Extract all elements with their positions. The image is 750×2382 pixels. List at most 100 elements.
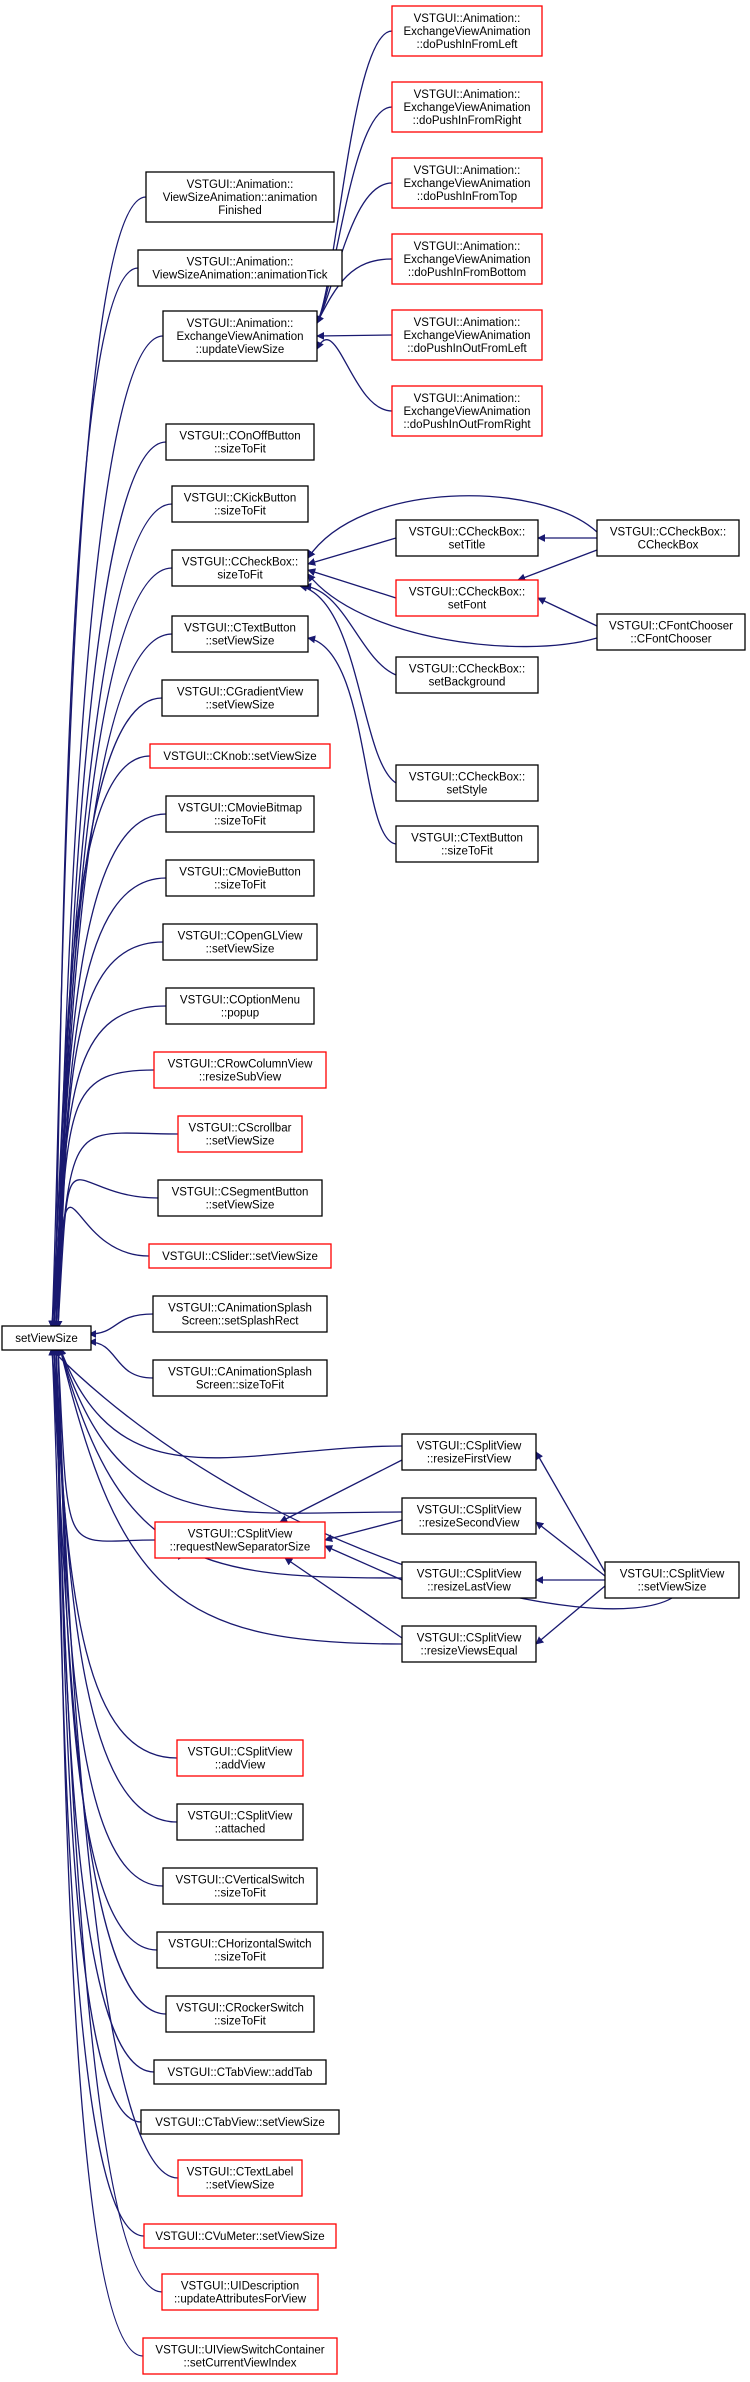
node-hswitch[interactable]: VSTGUI::CHorizontalSwitch::sizeToFit bbox=[156, 1931, 324, 1969]
node-eva-update[interactable]: VSTGUI::Animation::ExchangeViewAnimation… bbox=[162, 310, 318, 362]
node-cb-setstyle[interactable]: VSTGUI::CCheckBox::setStyle bbox=[395, 764, 539, 802]
node-box bbox=[604, 1561, 740, 1599]
node-esva-left[interactable]: VSTGUI::Animation::ExchangeViewAnimation… bbox=[391, 5, 543, 57]
edge-hswitch-to-root bbox=[54, 1347, 158, 1951]
node-box bbox=[165, 423, 315, 461]
node-rowcolumn[interactable]: VSTGUI::CRowColumnView::resizeSubView bbox=[153, 1051, 327, 1089]
node-cb-settitle[interactable]: VSTGUI::CCheckBox::setTitle bbox=[395, 519, 539, 557]
edge-esva_outleft-to-eva-update bbox=[316, 331, 393, 340]
node-uiswitch[interactable]: VSTGUI::UIViewSwitchContainer::setCurren… bbox=[142, 2337, 338, 2375]
node-sv-second[interactable]: VSTGUI::CSplitView::resizeSecondView bbox=[401, 1497, 537, 1535]
node-sv-request[interactable]: VSTGUI::CSplitView::requestNewSeparatorS… bbox=[154, 1521, 326, 1559]
node-label-line: VSTGUI::CTextLabel bbox=[187, 2167, 294, 2179]
node-label-line: VSTGUI::CSplitView bbox=[417, 1633, 522, 1645]
node-textlabel[interactable]: VSTGUI::CTextLabel::setViewSize bbox=[177, 2159, 303, 2197]
node-moviebutton[interactable]: VSTGUI::CMovieButton::sizeToFit bbox=[165, 859, 315, 897]
node-sv-attached[interactable]: VSTGUI::CSplitView::attached bbox=[176, 1803, 304, 1841]
node-label-line: ::sizeToFit bbox=[214, 816, 267, 828]
node-root[interactable]: setViewSize bbox=[1, 1325, 92, 1351]
node-box bbox=[171, 549, 309, 587]
node-label-line: VSTGUI::Animation:: bbox=[414, 317, 521, 329]
node-vsa-tick[interactable]: VSTGUI::Animation::ViewSizeAnimation::an… bbox=[137, 249, 343, 287]
node-kick[interactable]: VSTGUI::CKickButton::sizeToFit bbox=[171, 485, 309, 523]
edge-uiswitch-to-root bbox=[52, 1347, 144, 2357]
node-label-line: ExchangeViewAnimation bbox=[403, 26, 530, 38]
node-checkbox-stf[interactable]: VSTGUI::CCheckBox::sizeToFit bbox=[171, 549, 309, 587]
node-label-line: VSTGUI::CScrollbar bbox=[189, 1123, 292, 1135]
node-cb-ctor[interactable]: VSTGUI::CCheckBox::CCheckBox bbox=[596, 519, 740, 557]
node-box bbox=[395, 764, 539, 802]
node-label-line: VSTGUI::CSplitView bbox=[188, 1747, 293, 1759]
node-label-line: VSTGUI::CRowColumnView bbox=[168, 1059, 314, 1071]
node-uidesc[interactable]: VSTGUI::UIDescription::updateAttributesF… bbox=[161, 2273, 319, 2311]
edge-kick-to-root bbox=[48, 503, 173, 1329]
node-esva-right[interactable]: VSTGUI::Animation::ExchangeViewAnimation… bbox=[391, 81, 543, 133]
node-splash-rect[interactable]: VSTGUI::CAnimationSplashScreen::setSplas… bbox=[152, 1295, 328, 1333]
node-sv-addview[interactable]: VSTGUI::CSplitView::addView bbox=[176, 1739, 304, 1777]
node-label-line: VSTGUI::CVerticalSwitch bbox=[175, 1875, 304, 1887]
node-label-line: ::doPushInOutFromLeft bbox=[407, 343, 527, 355]
node-label-line: VSTGUI::CAnimationSplash bbox=[168, 1367, 312, 1379]
node-sv-svs[interactable]: VSTGUI::CSplitView::setViewSize bbox=[604, 1561, 740, 1599]
edge-vsa_finished-to-root bbox=[48, 196, 147, 1329]
edge-segment-to-root bbox=[54, 1179, 159, 1329]
node-tab-svs[interactable]: VSTGUI::CTabView::setViewSize bbox=[140, 2109, 340, 2135]
node-sv-last[interactable]: VSTGUI::CSplitView::resizeLastView bbox=[401, 1561, 537, 1599]
node-box bbox=[165, 1995, 315, 2033]
node-segment[interactable]: VSTGUI::CSegmentButton::setViewSize bbox=[157, 1179, 323, 1217]
node-esva-outleft[interactable]: VSTGUI::Animation::ExchangeViewAnimation… bbox=[391, 309, 543, 361]
node-box bbox=[391, 81, 543, 133]
node-box bbox=[596, 519, 740, 557]
node-label-line: VSTGUI::COnOffButton bbox=[179, 431, 300, 443]
node-textbutton-stf[interactable]: VSTGUI::CTextButton::sizeToFit bbox=[395, 825, 539, 863]
edge-settitle-to-checkbox-sizetofit bbox=[307, 537, 397, 566]
edge-ctor-to-checkbox-sizetofit bbox=[307, 495, 598, 559]
node-box bbox=[177, 2159, 303, 2197]
node-esva-bottom[interactable]: VSTGUI::Animation::ExchangeViewAnimation… bbox=[391, 233, 543, 285]
node-label-line: VSTGUI::CCheckBox:: bbox=[409, 587, 525, 599]
edge-eva_update-to-root bbox=[52, 335, 164, 1329]
node-scrollbar[interactable]: VSTGUI::CScrollbar::setViewSize bbox=[177, 1115, 303, 1153]
node-box bbox=[401, 1561, 537, 1599]
node-label-line: ::sizeToFit bbox=[214, 880, 267, 892]
node-gradient[interactable]: VSTGUI::CGradientView::setViewSize bbox=[161, 679, 319, 717]
node-label-line: VSTGUI::CFontChooser bbox=[609, 621, 733, 633]
node-cb-setfont[interactable]: VSTGUI::CCheckBox::setFont bbox=[395, 579, 539, 617]
node-label-line: VSTGUI::CCheckBox:: bbox=[409, 527, 525, 539]
node-tab-add[interactable]: VSTGUI::CTabView::addTab bbox=[153, 2059, 327, 2085]
node-slider[interactable]: VSTGUI::CSlider::setViewSize bbox=[148, 1243, 332, 1269]
node-box bbox=[391, 385, 543, 437]
node-esva-outright[interactable]: VSTGUI::Animation::ExchangeViewAnimation… bbox=[391, 385, 543, 437]
node-box bbox=[148, 1243, 332, 1269]
node-box bbox=[1, 1325, 92, 1351]
node-sv-first[interactable]: VSTGUI::CSplitView::resizeFirstView bbox=[401, 1433, 537, 1471]
node-label-line: VSTGUI::CSplitView bbox=[417, 1441, 522, 1453]
node-textbutton-svs[interactable]: VSTGUI::CTextButton::setViewSize bbox=[171, 615, 309, 653]
node-box bbox=[161, 679, 319, 717]
node-esva-top[interactable]: VSTGUI::Animation::ExchangeViewAnimation… bbox=[391, 157, 543, 209]
node-label-line: VSTGUI::CKnob::setViewSize bbox=[163, 751, 316, 763]
node-fontchooser[interactable]: VSTGUI::CFontChooser::CFontChooser bbox=[596, 613, 746, 651]
node-moviebitmap[interactable]: VSTGUI::CMovieBitmap::sizeToFit bbox=[165, 795, 315, 833]
edge-esva_outright-to-eva-update bbox=[316, 339, 393, 412]
node-vumeter[interactable]: VSTGUI::CVuMeter::setViewSize bbox=[143, 2223, 337, 2249]
node-label-line: ::updateAttributesForView bbox=[174, 2294, 307, 2306]
node-label-line: VSTGUI::CSplitView bbox=[417, 1569, 522, 1581]
node-sv-equal[interactable]: VSTGUI::CSplitView::resizeViewsEqual bbox=[401, 1625, 537, 1663]
node-splash-stf[interactable]: VSTGUI::CAnimationSplashScreen::sizeToFi… bbox=[152, 1359, 328, 1397]
node-vsa-finished[interactable]: VSTGUI::Animation::ViewSizeAnimation::an… bbox=[145, 171, 335, 223]
node-label-line: ::requestNewSeparatorSize bbox=[170, 1542, 311, 1554]
node-box bbox=[177, 1115, 303, 1153]
node-vswitch[interactable]: VSTGUI::CVerticalSwitch::sizeToFit bbox=[162, 1867, 318, 1905]
node-opengl[interactable]: VSTGUI::COpenGLView::setViewSize bbox=[162, 923, 318, 961]
node-onoff[interactable]: VSTGUI::COnOffButton::sizeToFit bbox=[165, 423, 315, 461]
node-cb-setbg[interactable]: VSTGUI::CCheckBox::setBackground bbox=[395, 656, 539, 694]
edge-svs-to-resizesecond bbox=[535, 1521, 606, 1577]
node-box bbox=[391, 5, 543, 57]
node-box bbox=[153, 2059, 327, 2085]
node-knob[interactable]: VSTGUI::CKnob::setViewSize bbox=[149, 743, 331, 769]
node-label-line: VSTGUI::CCheckBox:: bbox=[409, 772, 525, 784]
node-rocker[interactable]: VSTGUI::CRockerSwitch::sizeToFit bbox=[165, 1995, 315, 2033]
node-box bbox=[395, 579, 539, 617]
node-optionmenu[interactable]: VSTGUI::COptionMenu::popup bbox=[165, 987, 315, 1025]
